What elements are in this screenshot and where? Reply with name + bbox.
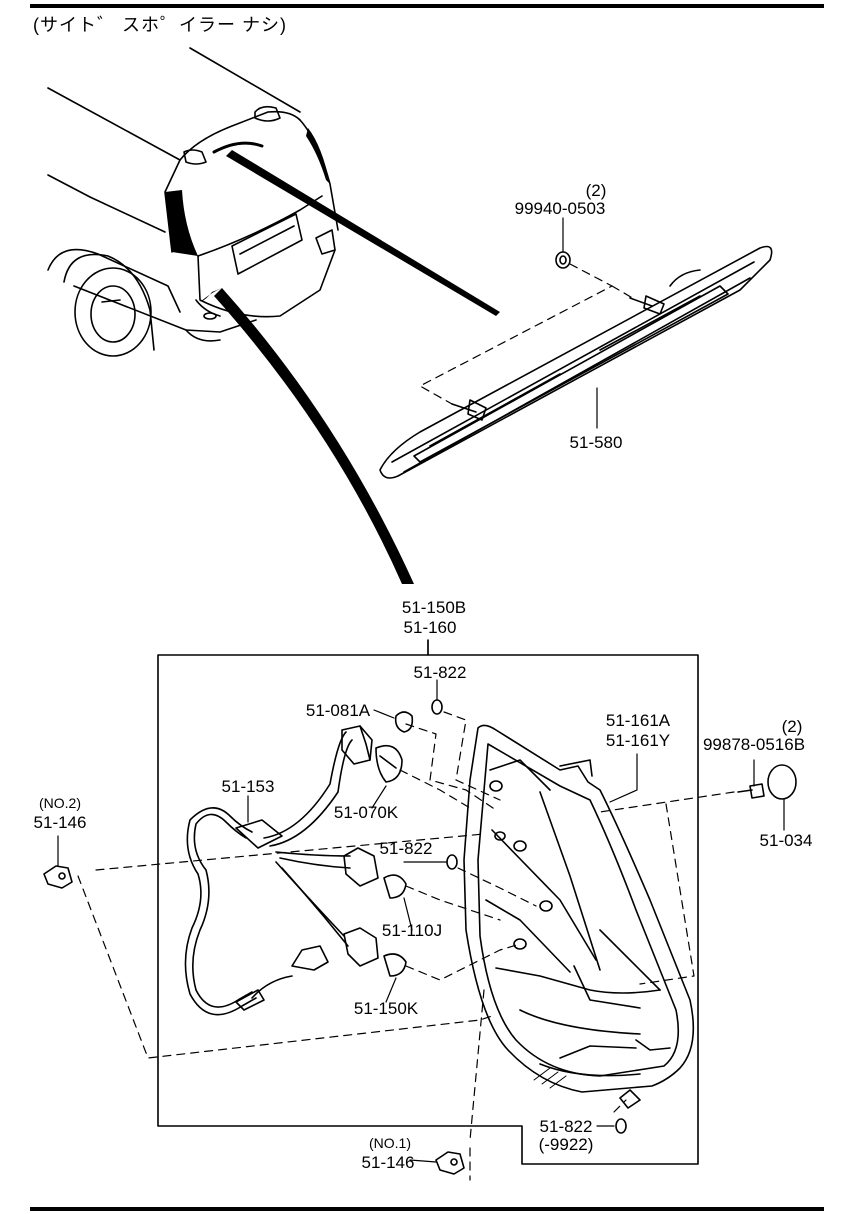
label-110j: 51-110J xyxy=(382,921,442,940)
label-822-a: 51-822 xyxy=(414,663,467,682)
vehicle-illustration xyxy=(47,47,339,357)
label-no2-part: 51-146 xyxy=(34,813,87,832)
label-no1-tag: (NO.1) xyxy=(369,1135,411,1151)
leader-wedge-tail-lamp xyxy=(214,288,414,584)
side-marker-no1 xyxy=(435,1151,465,1175)
assembly-frame xyxy=(157,639,699,1165)
label-822-b: 51-822 xyxy=(380,839,433,858)
socket-081a-small xyxy=(394,711,414,733)
label-cap: 51-034 xyxy=(760,831,813,850)
label-no1-part: 51-146 xyxy=(362,1153,415,1172)
label-822-c: 51-822 xyxy=(540,1117,593,1136)
grommet-822-c xyxy=(615,1118,627,1134)
socket-081a xyxy=(341,725,373,765)
variant-note: (サイト゛ スホ゜イラー ナシ) xyxy=(33,15,287,35)
grommet-822-a xyxy=(431,699,443,715)
high-mount-stop-lamp xyxy=(379,245,773,479)
label-070k: 51-070K xyxy=(334,803,399,822)
label-822-c-range: (-9922) xyxy=(539,1135,594,1154)
car-tail-lamp-highlight xyxy=(165,190,198,256)
wiring-harness xyxy=(184,731,353,1016)
label-150k: 51-150K xyxy=(354,999,419,1018)
label-high-mount-lamp: 51-580 xyxy=(570,433,623,452)
cap-51-034 xyxy=(767,764,797,800)
bottom-border-rule xyxy=(30,1207,824,1211)
label-screw-part: 99878-0516B xyxy=(703,735,805,754)
bulb-070k xyxy=(375,744,403,783)
label-lamp-body-1: 51-161A xyxy=(606,711,671,730)
label-no2-tag: (NO.2) xyxy=(39,795,81,811)
car-tail-lamp-highlight-right xyxy=(306,128,330,184)
label-harness: 51-153 xyxy=(222,777,275,796)
grommet-822-b xyxy=(446,854,458,870)
label-lamp-body-2: 51-161Y xyxy=(606,731,670,750)
socket-110j xyxy=(343,847,407,899)
label-081a: 51-081A xyxy=(306,701,371,720)
label-grommet-part: 99940-0503 xyxy=(515,199,606,218)
label-assembly-2: 51-160 xyxy=(404,618,457,637)
label-screw-qty: (2) xyxy=(782,717,803,736)
socket-150k xyxy=(343,927,407,977)
side-marker-no2 xyxy=(43,865,73,889)
callout-labels: (2) 99940-0503 51-580 51-150B 51-160 51-… xyxy=(34,181,813,1172)
top-border-rule xyxy=(30,4,824,8)
screw-99878 xyxy=(737,783,765,799)
leader-wedge-high-mount xyxy=(226,150,500,316)
label-grommet-qty: (2) xyxy=(586,181,607,200)
label-assembly-1: 51-150B xyxy=(402,598,466,617)
rear-combination-lamp-body xyxy=(463,724,695,1109)
